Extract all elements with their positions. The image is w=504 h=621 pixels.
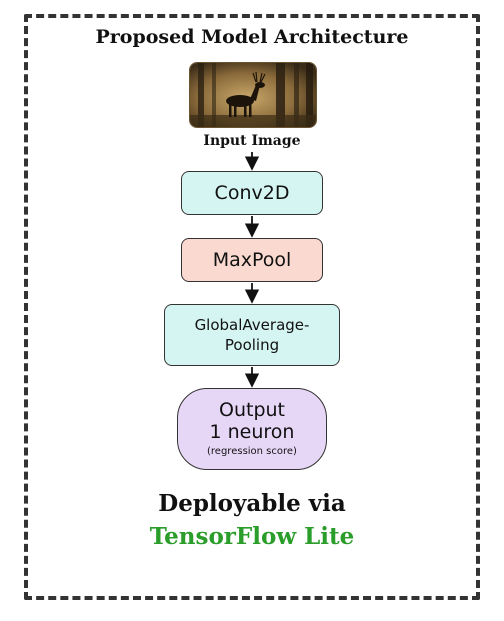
deploy-text: Deployable via [158,490,346,517]
deploy-target: TensorFlow Lite [149,523,355,550]
maxpool-node: MaxPool [181,238,323,282]
output-node: Output 1 neuron (regression score) [177,388,327,470]
output-label-line2: 1 neuron [209,421,295,443]
output-label-line1: Output [219,399,285,421]
deer-silhouette-icon [190,63,316,127]
conv2d-label: Conv2D [214,182,290,204]
maxpool-label: MaxPool [212,249,292,271]
input-image-thumbnail [189,62,317,128]
input-image-label: Input Image [203,133,301,149]
conv2d-node: Conv2D [181,171,323,215]
gap-label-line2: Pooling [224,336,280,354]
output-label-line3: (regression score) [207,446,297,457]
gap-label-line1: GlobalAverage- [194,316,310,334]
global-average-pooling-node: GlobalAverage- Pooling [164,304,340,366]
dashed-border-frame [24,14,480,600]
diagram-title: Proposed Model Architecture [95,26,409,48]
